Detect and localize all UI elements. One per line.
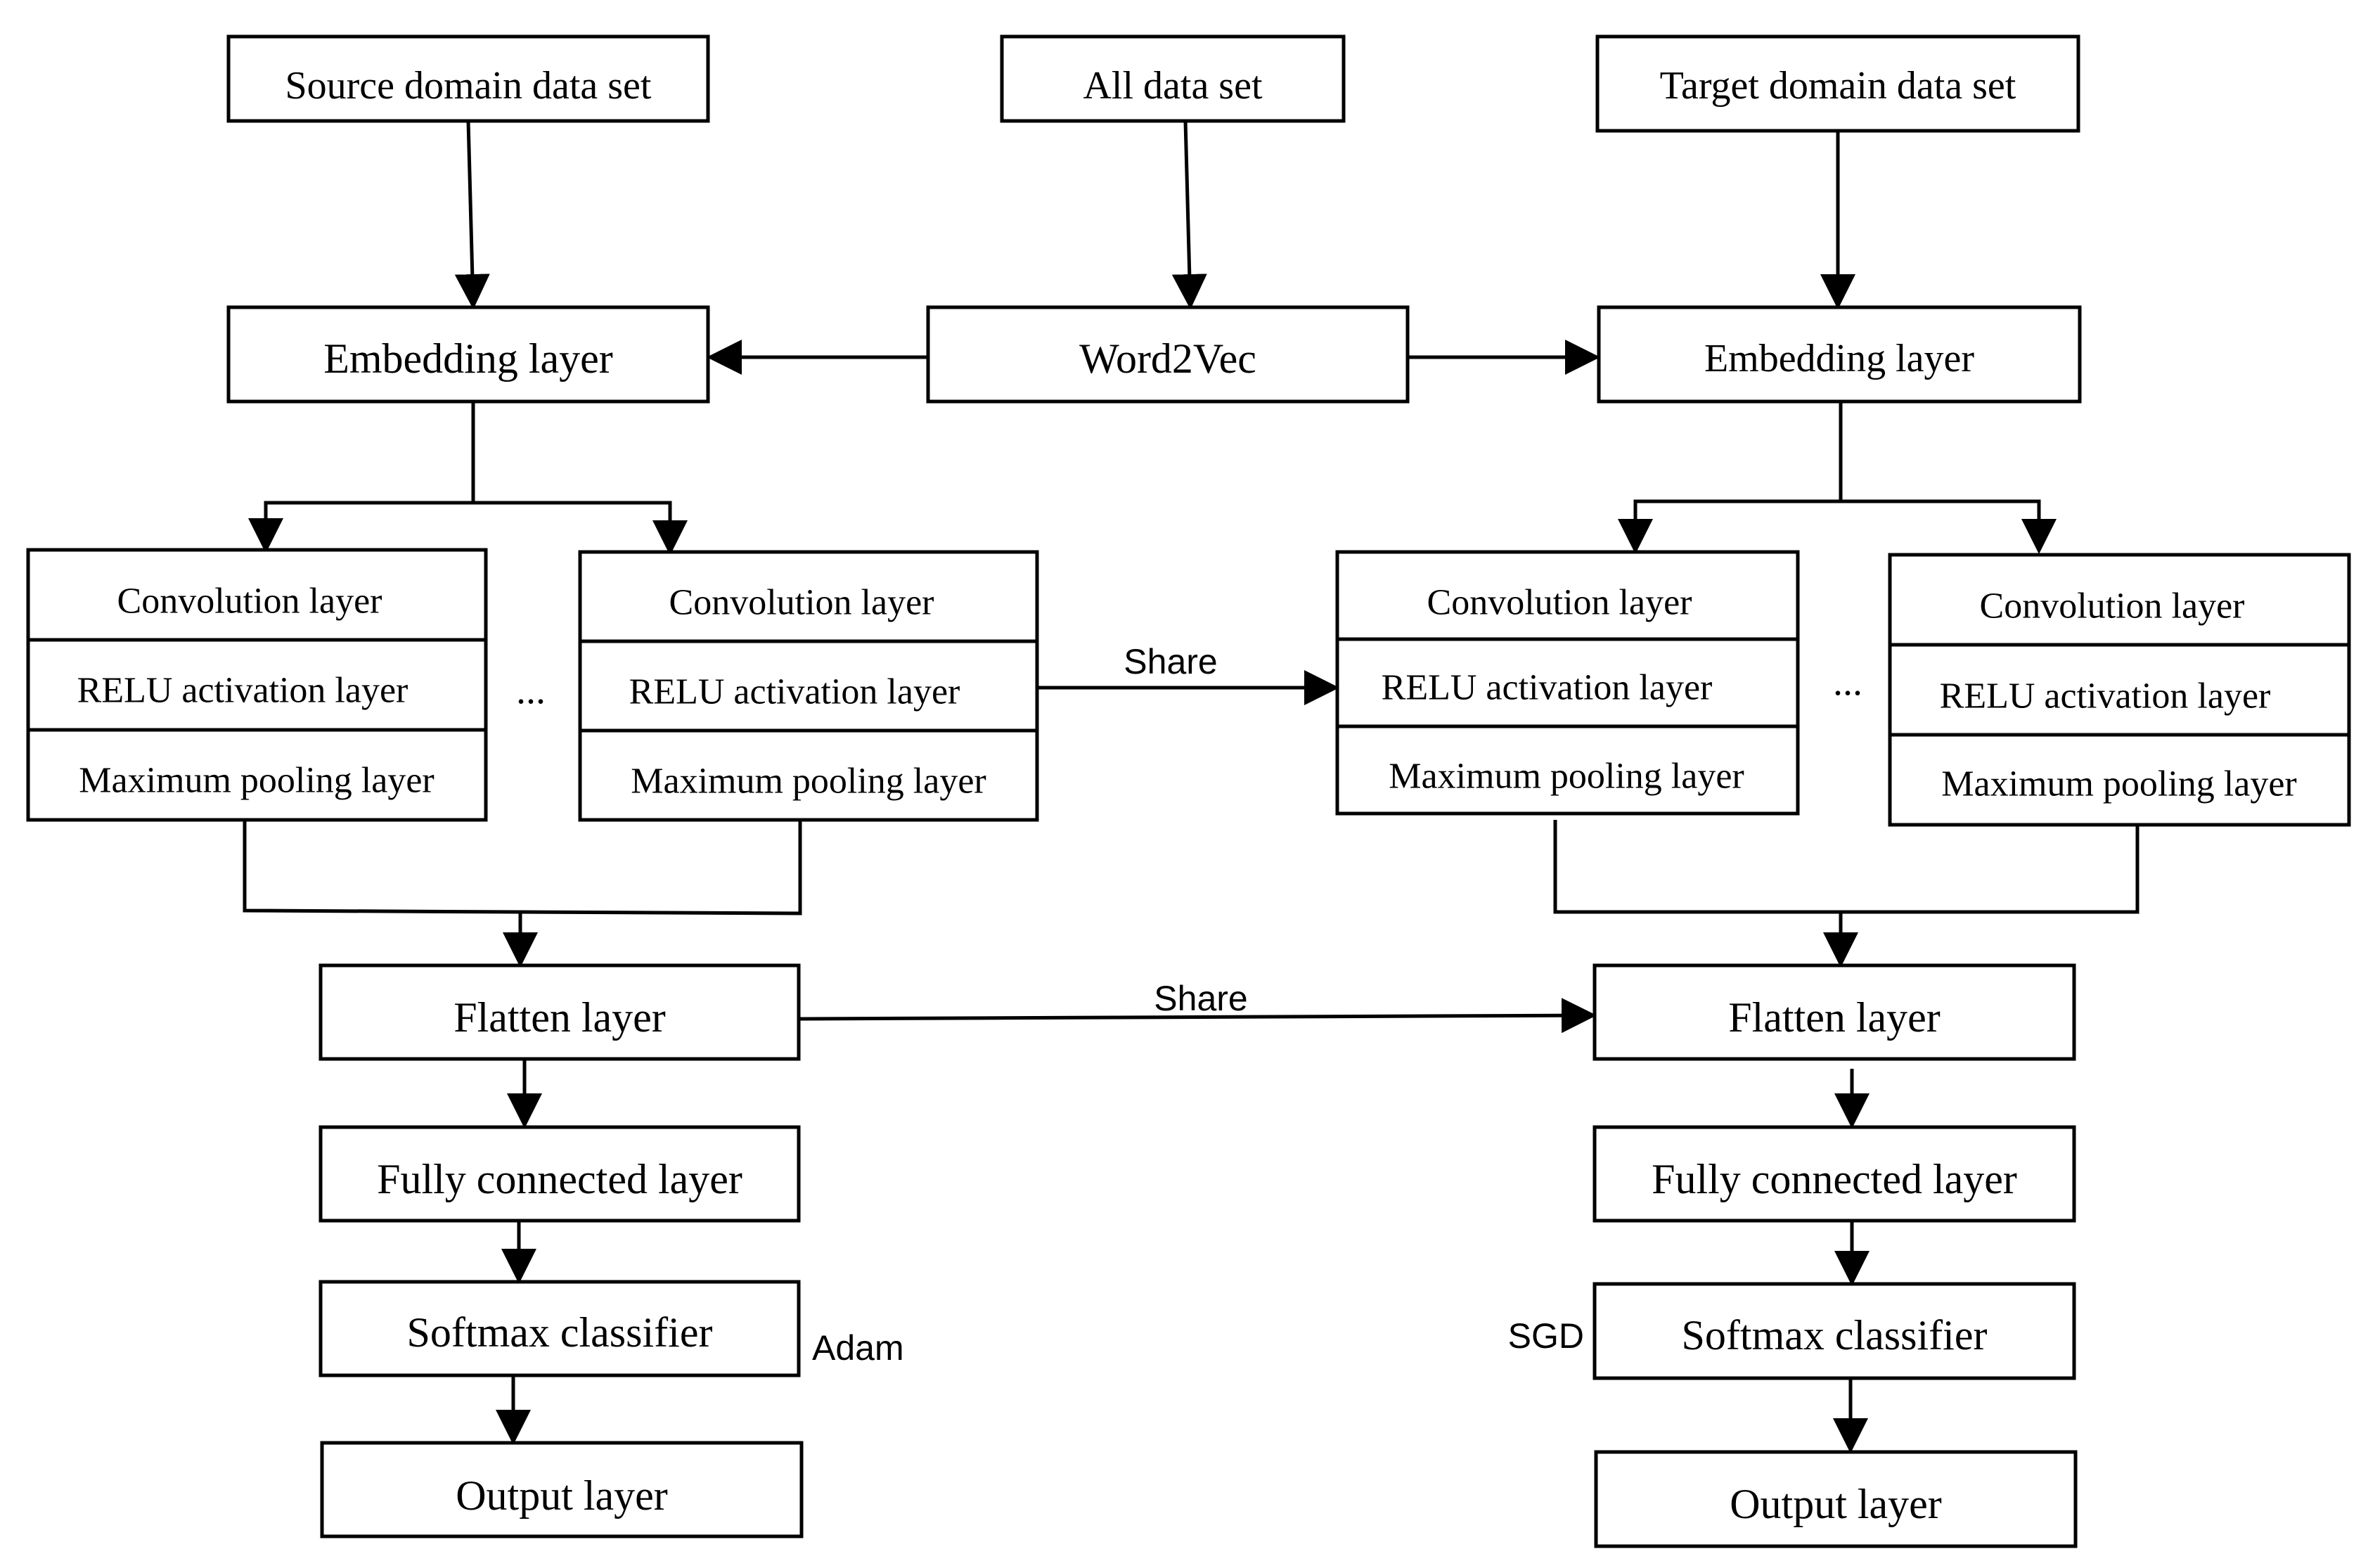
source-conv-merge-connector bbox=[243, 820, 802, 915]
source-output-layer-box: Output layer bbox=[320, 1441, 804, 1538]
word2vec-box: Word2Vec bbox=[926, 305, 1410, 404]
source-output-layer-label: Output layer bbox=[456, 1472, 668, 1519]
source-conv-ellipsis: ... bbox=[516, 669, 546, 712]
target-fully-connected-layer-label: Fully connected layer bbox=[1652, 1156, 2017, 1202]
target-output-layer-label: Output layer bbox=[1730, 1481, 1942, 1527]
source-flatten-layer-box: Flatten layer bbox=[318, 963, 801, 1061]
source-conv-block-2-max-pooling-layer: Maximum pooling layer bbox=[578, 728, 1039, 822]
source-conv-block-2-max-pooling-label: Maximum pooling layer bbox=[631, 761, 986, 802]
target-flatten-layer-box: Flatten layer bbox=[1592, 963, 2076, 1061]
target-conv-block-2-max-pooling-layer: Maximum pooling layer bbox=[1888, 733, 2351, 827]
target-conv-block-1: Convolution layer RELU activation layer … bbox=[1335, 550, 1800, 816]
source-conv-block-1: Convolution layer RELU activation layer … bbox=[26, 548, 488, 822]
target-conv-block-2-relu-layer: RELU activation layer bbox=[1888, 643, 2351, 737]
source-softmax-classifier-label: Softmax classifier bbox=[407, 1309, 713, 1356]
target-fully-connected-layer-box: Fully connected layer bbox=[1592, 1125, 2076, 1223]
target-conv-block-2-relu-label: RELU activation layer bbox=[1940, 676, 2271, 716]
target-conv-block-1-convolution-label: Convolution layer bbox=[1427, 583, 1692, 623]
source-optimizer-label: Adam bbox=[812, 1328, 904, 1368]
source-fully-connected-layer-label: Fully connected layer bbox=[377, 1156, 742, 1202]
target-conv-block-2-convolution-layer: Convolution layer bbox=[1888, 553, 2351, 647]
target-softmax-classifier-box: Softmax classifier bbox=[1592, 1282, 2076, 1380]
target-output-layer-box: Output layer bbox=[1594, 1450, 2078, 1548]
source-conv-block-1-convolution-layer: Convolution layer bbox=[26, 548, 488, 642]
target-conv-block-1-convolution-layer: Convolution layer bbox=[1335, 550, 1800, 641]
source-embedding-layer-label: Embedding layer bbox=[323, 335, 613, 382]
source-conv-block-2-convolution-layer: Convolution layer bbox=[578, 550, 1039, 643]
target-softmax-classifier-label: Softmax classifier bbox=[1682, 1312, 1988, 1358]
source-embedding-layer-box: Embedding layer bbox=[226, 305, 710, 404]
arrow-source-to-embedding bbox=[454, 120, 490, 309]
arrow-all-to-word2vec bbox=[1171, 120, 1207, 309]
target-conv-block-1-relu-layer: RELU activation layer bbox=[1335, 637, 1800, 728]
target-flatten-layer-label: Flatten layer bbox=[1728, 994, 1941, 1041]
target-domain-data-set-box: Target domain data set bbox=[1595, 34, 2080, 133]
source-conv-block-1-relu-layer: RELU activation layer bbox=[26, 638, 488, 732]
word2vec-label: Word2Vec bbox=[1079, 335, 1256, 382]
source-conv-block-1-max-pooling-label: Maximum pooling layer bbox=[79, 761, 434, 801]
source-fully-connected-layer-box: Fully connected layer bbox=[318, 1125, 801, 1223]
source-softmax-classifier-box: Softmax classifier bbox=[318, 1280, 801, 1377]
target-optimizer-label: SGD bbox=[1508, 1316, 1584, 1356]
source-conv-block-1-max-pooling-layer: Maximum pooling layer bbox=[26, 728, 488, 822]
conv-share-label: Share bbox=[1124, 642, 1217, 681]
source-conv-block-1-convolution-label: Convolution layer bbox=[117, 581, 382, 622]
flatten-share-label: Share bbox=[1154, 979, 1247, 1018]
all-data-set-label: All data set bbox=[1083, 64, 1262, 108]
source-conv-block-2-relu-layer: RELU activation layer bbox=[578, 639, 1039, 733]
target-conv-block-1-max-pooling-label: Maximum pooling layer bbox=[1389, 757, 1744, 797]
all-data-set-box: All data set bbox=[1000, 34, 1346, 123]
target-conv-block-2: Convolution layer RELU activation layer … bbox=[1888, 553, 2351, 827]
source-conv-block-2-relu-label: RELU activation layer bbox=[629, 672, 960, 712]
source-flatten-layer-label: Flatten layer bbox=[453, 994, 666, 1041]
target-embedding-layer-label: Embedding layer bbox=[1704, 337, 1974, 380]
target-conv-block-1-relu-label: RELU activation layer bbox=[1382, 668, 1713, 708]
source-domain-data-set-box: Source domain data set bbox=[226, 34, 710, 123]
source-embedding-split-connector bbox=[248, 401, 475, 553]
target-conv-block-2-convolution-label: Convolution layer bbox=[1980, 586, 2245, 626]
source-conv-block-1-relu-label: RELU activation layer bbox=[77, 671, 408, 711]
source-embedding-split-connector-right bbox=[473, 501, 688, 555]
source-conv-block-2-convolution-label: Convolution layer bbox=[669, 583, 934, 623]
flatten-share-arrow bbox=[798, 998, 1597, 1034]
target-conv-block-2-max-pooling-label: Maximum pooling layer bbox=[1941, 764, 2296, 804]
target-embedding-split-connector bbox=[1618, 401, 1843, 554]
source-domain-data-set-label: Source domain data set bbox=[285, 64, 652, 108]
target-embedding-split-connector-right bbox=[1841, 499, 2057, 554]
target-conv-merge-connector bbox=[1553, 820, 2139, 914]
source-conv-block-2: Convolution layer RELU activation layer … bbox=[578, 550, 1039, 822]
target-domain-data-set-label: Target domain data set bbox=[1660, 64, 2016, 108]
target-conv-ellipsis: ... bbox=[1833, 660, 1862, 704]
target-embedding-layer-box: Embedding layer bbox=[1597, 305, 2082, 404]
target-conv-block-1-max-pooling-layer: Maximum pooling layer bbox=[1335, 724, 1800, 816]
